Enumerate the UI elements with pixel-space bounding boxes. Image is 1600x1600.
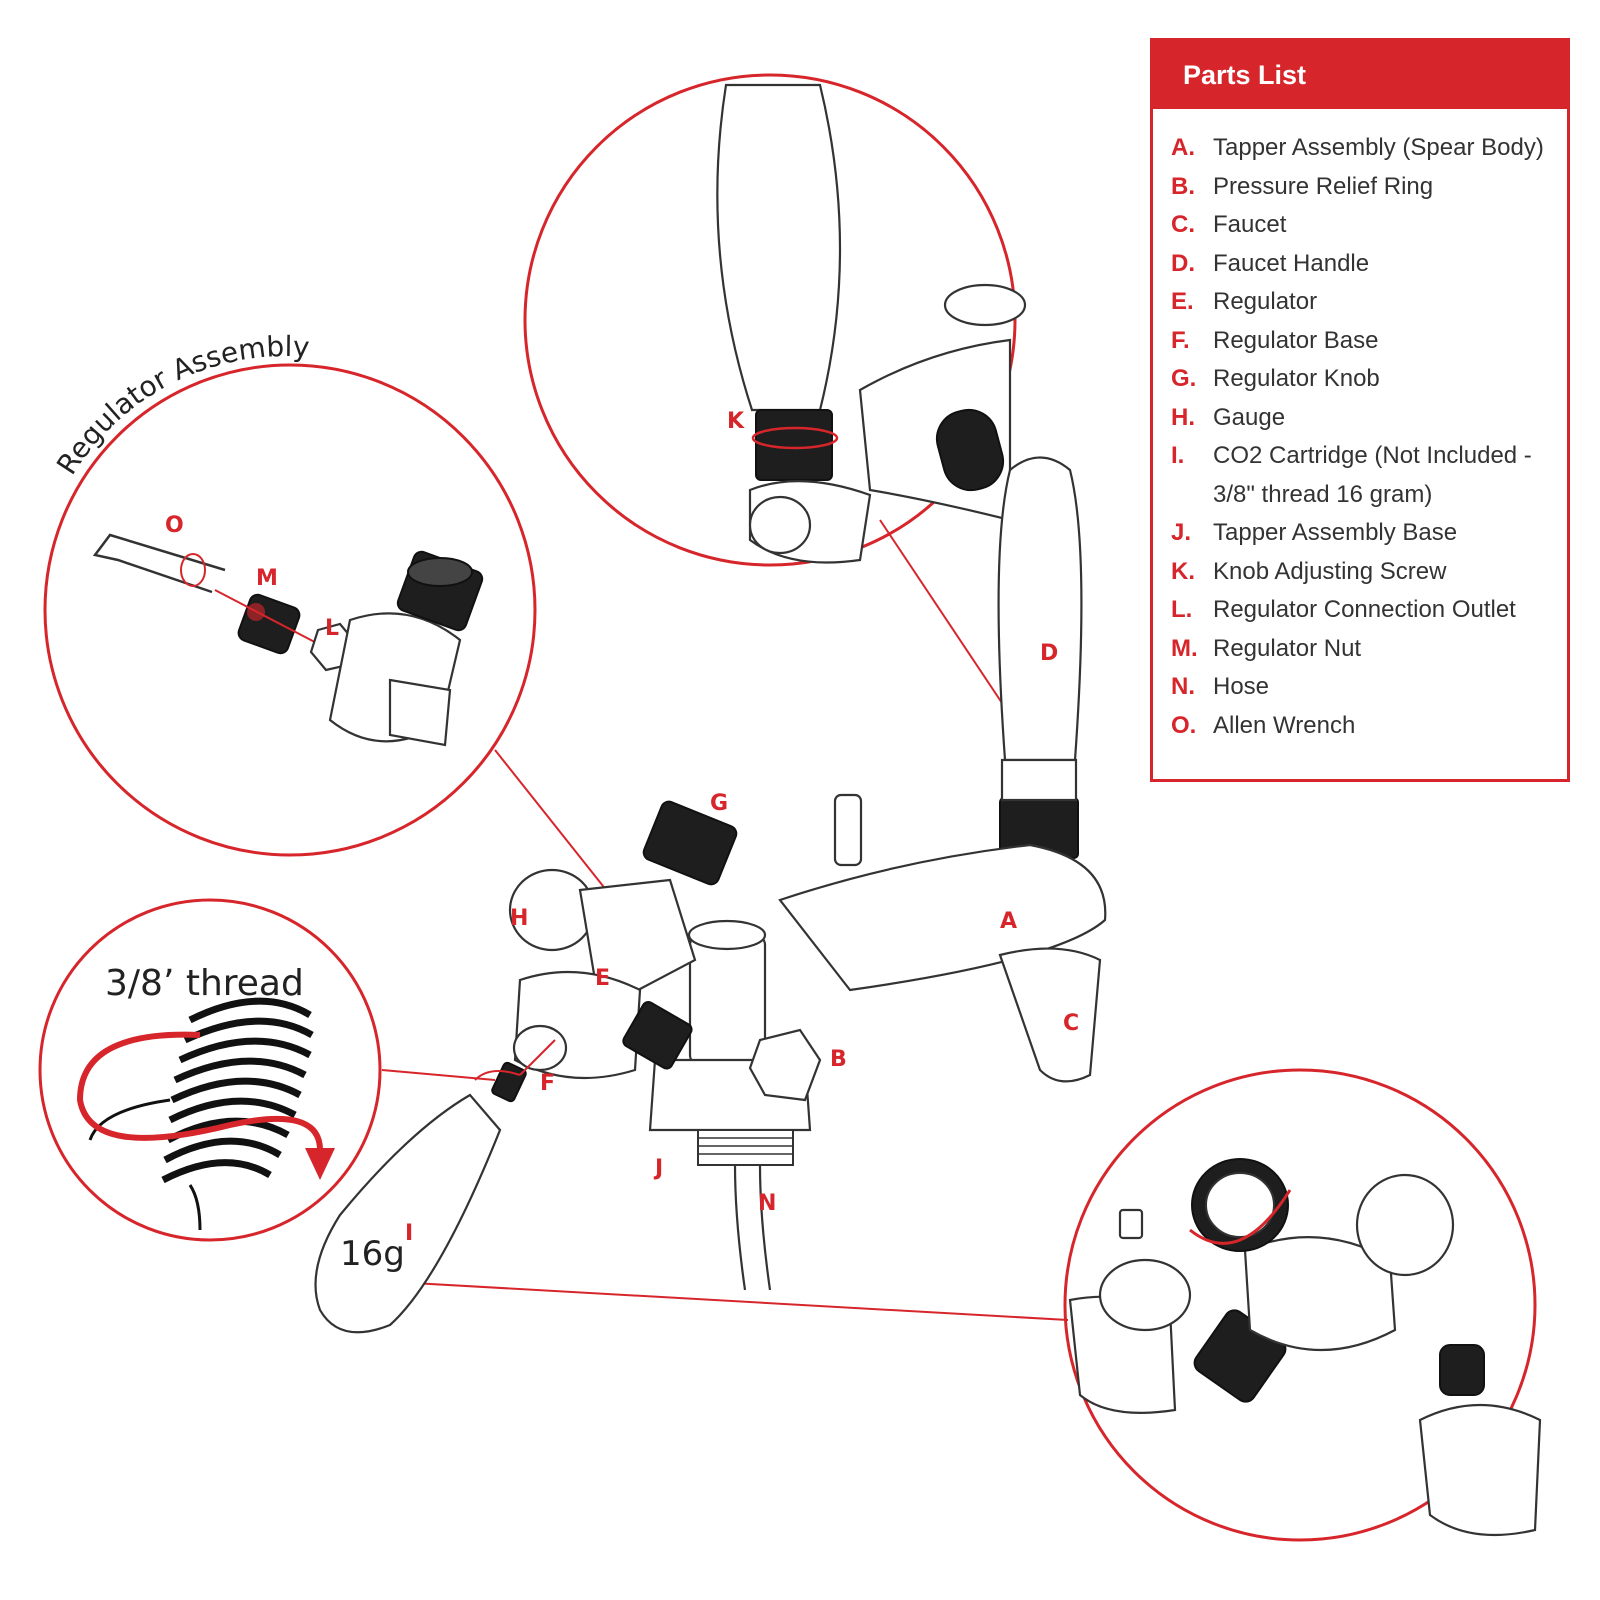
regulator-install-detail-art (1068, 1158, 1542, 1537)
part-letter: M. (1171, 634, 1198, 662)
part-name: Regulator (1213, 288, 1318, 315)
part-letter: D. (1171, 249, 1195, 277)
parts-list-item: I. CO2 Cartridge (Not Included - 3/8" thr… (1171, 437, 1567, 514)
callout-c: C (1063, 1011, 1079, 1036)
regulator-assembly-detail-art (92, 533, 484, 747)
callout-f: F (540, 1071, 555, 1096)
part-name: CO2 Cartridge (Not Included - 3/8" threa… (1213, 442, 1532, 508)
callout-k: K (727, 409, 745, 434)
callout-n: N (758, 1191, 776, 1216)
parts-list-item: H. Gauge (1171, 399, 1567, 438)
part-name: Allen Wrench (1213, 711, 1356, 739)
parts-list-item: G. Regulator Knob (1171, 360, 1567, 399)
part-name: Faucet Handle (1213, 249, 1370, 277)
callout-i: I (405, 1221, 413, 1246)
parts-list-item: E. Regulator (1171, 283, 1567, 322)
parts-list-items: A. Tapper Assembly (Spear Body) B. Pressure… (1153, 109, 1567, 745)
faucet-knob-detail-circle (523, 73, 1017, 567)
parts-list-item: O. Allen Wrench (1171, 707, 1567, 746)
callout-d: D (1040, 641, 1058, 666)
cartridge-size-label: 16g (340, 1234, 405, 1274)
part-name: Gauge (1213, 403, 1286, 431)
part-name: Regulator Connection Outlet (1213, 596, 1516, 623)
part-name: Faucet (1213, 211, 1287, 238)
part-letter: N. (1171, 673, 1195, 700)
part-name: Regulator Nut (1213, 634, 1362, 662)
part-name: Regulator Knob (1213, 365, 1380, 392)
parts-list-item: K. Knob Adjusting Screw (1171, 553, 1567, 592)
parts-list-item: D. Faucet Handle (1171, 245, 1567, 284)
parts-list-item: L. Regulator Connection Outlet (1171, 591, 1567, 630)
main-assembly-art (314, 456, 1107, 1334)
regulator-assembly-detail-circle (43, 363, 537, 857)
callout-e: E (595, 966, 610, 991)
part-name: Tapper Assembly Base (1213, 519, 1458, 546)
callout-j: J (653, 1156, 663, 1181)
part-letter: K. (1171, 557, 1195, 585)
part-letter: I. (1171, 442, 1185, 469)
regulator-install-detail-circle (1063, 1068, 1537, 1542)
parts-list-item: B. Pressure Relief Ring (1171, 168, 1567, 207)
regulator-assembly-label: Regulator Assembly (50, 330, 310, 480)
regulator-assembly-text: Regulator Assembly (50, 330, 310, 480)
parts-list-item: N. Hose (1171, 668, 1567, 707)
part-name: Regulator Base (1213, 326, 1379, 354)
part-letter: H. (1171, 403, 1195, 431)
part-letter: C. (1171, 211, 1195, 238)
parts-list-panel: Parts List A. Tapper Assembly (Spear Body… (1150, 38, 1570, 782)
callout-h: H (510, 906, 528, 931)
part-letter: B. (1171, 172, 1195, 200)
part-letter: O. (1171, 711, 1197, 739)
part-letter: G. (1171, 365, 1197, 392)
callout-m: M (256, 566, 278, 591)
part-name: Pressure Relief Ring (1213, 172, 1434, 200)
part-letter: J. (1171, 519, 1192, 546)
callout-g: G (710, 791, 728, 816)
part-letter: F. (1171, 326, 1190, 354)
callout-b: B (830, 1047, 847, 1072)
callout-a: A (1000, 909, 1017, 934)
parts-list-item: F. Regulator Base (1171, 322, 1567, 361)
callout-o: O (165, 513, 184, 538)
parts-list-title: Parts List (1153, 41, 1567, 109)
thread-label: 3/8’ thread (105, 963, 304, 1004)
part-name: Tapper Assembly (Spear Body) (1213, 134, 1544, 161)
parts-list-item: A. Tapper Assembly (Spear Body) (1171, 129, 1567, 168)
leader-install-detail (394, 1281, 1069, 1321)
thread-detail-circle (38, 898, 382, 1242)
parts-list-item: M. Regulator Nut (1171, 630, 1567, 669)
thread-detail-art (76, 997, 335, 1231)
callout-l: L (325, 616, 339, 641)
part-name: Knob Adjusting Screw (1213, 557, 1447, 585)
part-name: Hose (1213, 673, 1270, 700)
part-letter: A. (1171, 134, 1195, 161)
faucet-knob-detail-art (716, 83, 1027, 564)
part-letter: E. (1171, 288, 1194, 315)
parts-list-item: C. Faucet (1171, 206, 1567, 245)
part-letter: L. (1171, 596, 1193, 623)
parts-list-item: J. Tapper Assembly Base (1171, 514, 1567, 553)
